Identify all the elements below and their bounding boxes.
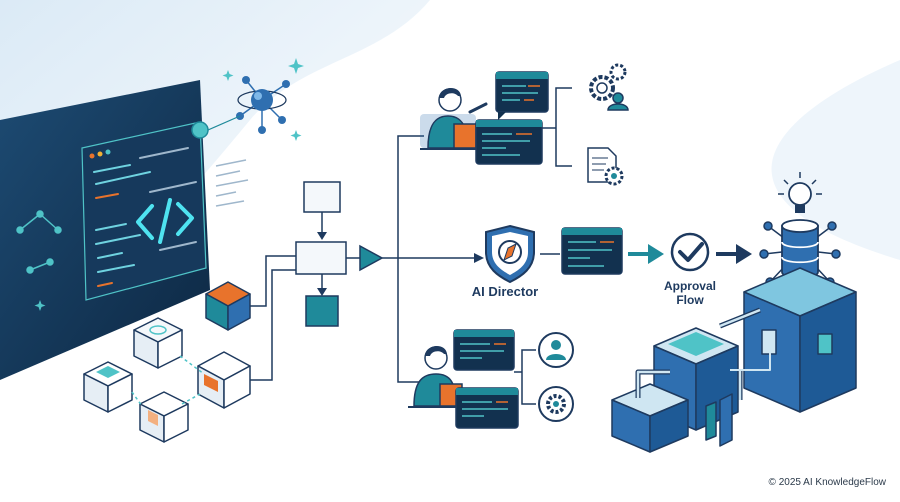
code-window-top-2 [475,119,543,165]
bracket-bottom [514,349,536,405]
code-window-bottom-2 [455,387,519,429]
server-box-small [611,383,689,453]
bracket-top [542,87,572,167]
code-window-top-1 [495,71,549,120]
orange-cube [205,281,251,331]
flow-box-teal [305,295,339,327]
flow-connectors-left [250,255,296,381]
code-lines-decor [215,159,249,207]
cube-outline-bottom [139,391,189,443]
orange-face-cube [197,351,251,409]
code-window-bottom-1 [453,329,515,371]
arrow-to-approval [628,244,664,264]
cube-outline-top [133,317,183,369]
approval-label-line1: Approval [663,279,716,293]
code-screen-panel [0,80,210,380]
server-blocks [611,267,857,453]
document-gear-icon [587,147,624,186]
code-window-center [561,227,623,275]
atom-network-icon [191,76,290,139]
flow-arrow-teal [359,244,384,272]
code-brackets-icon [136,198,194,244]
compass-shield-icon [485,224,535,284]
check-circle-icon [670,232,710,272]
cube-cluster [83,281,251,443]
copyright-footer: © 2025 AI KnowledgeFlow [768,477,886,488]
arrow-to-database [716,244,752,264]
server-tower-large [743,267,857,413]
lightbulb-icon [778,172,822,213]
ai-director-label: AI Director [471,284,539,299]
database-icon [781,219,819,279]
sparkle-icons [34,58,304,311]
flow-box-main [295,241,347,275]
branch-connectors [382,135,478,383]
developer-top [420,87,488,150]
approval-label-line2: Flow [676,293,704,307]
gear-icon [538,386,574,422]
teal-cube [83,361,133,413]
gear-user-icon [589,63,629,111]
approval-flow-label: Approval Flow [648,279,732,307]
flow-box-top [303,181,341,213]
network-node-icon [16,210,62,274]
user-circle-icon [538,332,574,368]
